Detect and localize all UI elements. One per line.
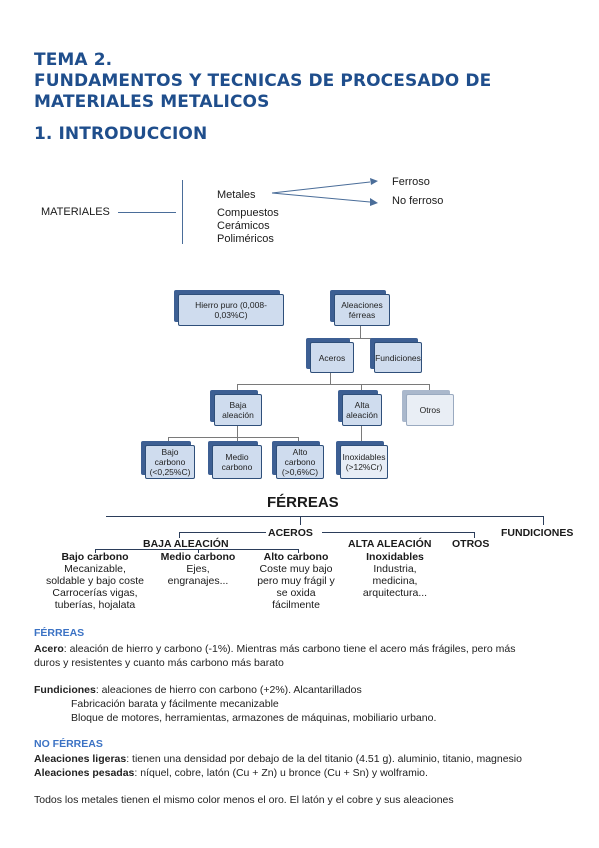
box-aceros: Aceros — [310, 342, 354, 373]
connector — [179, 532, 266, 533]
medio-carbono-title: Medio carbono — [160, 551, 236, 563]
box-aleaciones-ferreas: Aleaciones férreas — [334, 294, 390, 326]
aleaciones-pesadas-paragraph: Aleaciones pesadas: níquel, cobre, latón… — [34, 766, 428, 780]
node-text: tuberías, hojalata — [54, 599, 136, 611]
materials-root: MATERIALES — [41, 206, 110, 218]
polimericos-label: Poliméricos — [217, 233, 274, 245]
node-text: Coste muy bajo — [259, 563, 333, 575]
fundiciones-term: Fundiciones — [34, 684, 96, 696]
node-text: fácilmente — [272, 599, 320, 611]
box-hierro-puro: Hierro puro (0,008-0,03%C) — [178, 294, 284, 326]
inoxidables-node: Inoxidables Industria, medicina, arquite… — [350, 551, 440, 599]
compuestos-label: Compuestos — [217, 207, 279, 219]
node-text: Ejes, — [186, 563, 210, 575]
aceros-label: ACEROS — [268, 527, 313, 539]
inoxidables-title: Inoxidables — [366, 551, 424, 563]
fundiciones-paragraph: Fundiciones: aleaciones de hierro con ca… — [34, 683, 362, 697]
node-text: Carrocerías vigas, — [52, 587, 138, 599]
connector — [429, 384, 430, 394]
baja-aleacion-label: BAJA ALEACIÓN — [143, 538, 229, 550]
metales-label: Metales — [217, 189, 256, 201]
no-ferroso-label: No ferroso — [392, 195, 444, 207]
otros-label: OTROS — [452, 538, 490, 550]
connector — [179, 532, 180, 538]
box-fundiciones: Fundiciones — [374, 342, 422, 373]
pesadas-definition: : níquel, cobre, latón (Cu + Zn) u bronc… — [134, 767, 428, 779]
final-paragraph: Todos los metales tienen el mismo color … — [34, 794, 454, 806]
tema-title-line1: FUNDAMENTOS Y TECNICAS DE PROCESADO DE — [34, 71, 492, 91]
connector — [361, 384, 362, 394]
connector — [298, 437, 299, 445]
node-text: arquitectura... — [362, 587, 428, 599]
connector — [168, 437, 298, 438]
connector — [361, 426, 362, 445]
acero-definition-cont: duros y resistentes y cuanto más carbono… — [34, 657, 284, 669]
bajo-carbono-title: Bajo carbono — [61, 551, 129, 563]
connector — [237, 437, 238, 445]
box-alto-carbono: Alto carbono (>0,6%C) — [276, 445, 324, 479]
fundiciones-detail-1: Fabricación barata y fácilmente mecaniza… — [71, 698, 279, 710]
ligeras-definition: : tienen una densidad por debajo de la d… — [126, 753, 522, 765]
box-inoxidables: Inoxidables (>12%Cr) — [340, 445, 388, 479]
acero-paragraph: Acero: aleación de hierro y carbono (-1%… — [34, 642, 515, 656]
fundiciones-label: FUNDICIONES — [501, 527, 574, 539]
node-text: medicina, — [372, 575, 418, 587]
tema-title-line2: MATERIALES METALICOS — [34, 92, 270, 112]
connector — [300, 516, 301, 525]
ferreas-title: FÉRREAS — [267, 494, 339, 511]
ligeras-term: Aleaciones ligeras — [34, 753, 127, 765]
connector — [330, 338, 331, 342]
tree-bracket — [182, 180, 183, 244]
pesadas-term: Aleaciones pesadas — [34, 767, 135, 779]
acero-definition: : aleación de hierro y carbono (-1%). Mi… — [63, 643, 516, 655]
box-bajo-carbono: Bajo carbono (<0,25%C) — [145, 445, 195, 479]
connector — [322, 532, 474, 533]
connector — [95, 549, 299, 550]
box-baja-aleacion: Baja aleación — [214, 394, 262, 426]
node-text: soldable y bajo coste — [45, 575, 145, 587]
connector — [198, 549, 199, 553]
ceramicos-label: Cerámicos — [217, 220, 270, 232]
node-text: se oxida — [276, 587, 316, 599]
acero-term: Acero — [34, 643, 64, 655]
alta-aleacion-label: ALTA ALEACIÓN — [348, 538, 432, 550]
box-medio-carbono: Medio carbono — [212, 445, 262, 479]
metal-arrows — [271, 178, 378, 206]
tree-connector — [118, 212, 176, 213]
connector — [360, 326, 361, 338]
fundiciones-definition: : aleaciones de hierro con carbono (+2%)… — [95, 684, 362, 696]
no-ferreas-heading: NO FÉRREAS — [34, 738, 103, 750]
connector — [474, 532, 475, 538]
node-text: pero muy frágil y — [257, 575, 335, 587]
connector — [237, 384, 429, 385]
node-text: Mecanizable, — [64, 563, 126, 575]
section-title: 1. INTRODUCCION — [34, 124, 208, 144]
connector — [330, 338, 398, 339]
connector — [106, 516, 544, 517]
connector — [543, 516, 544, 525]
node-text: engranajes... — [167, 575, 229, 587]
box-alta-aleacion: Alta aleación — [342, 394, 382, 426]
bajo-carbono-node: Bajo carbono Mecanizable, soldable y baj… — [40, 551, 150, 611]
medio-carbono-node: Medio carbono Ejes, engranajes... — [150, 551, 246, 587]
connector — [168, 437, 169, 445]
ferroso-label: Ferroso — [392, 176, 430, 188]
connector — [398, 338, 399, 342]
ferreas-heading: FÉRREAS — [34, 627, 85, 639]
aleaciones-ligeras-paragraph: Aleaciones ligeras: tienen una densidad … — [34, 752, 522, 766]
connector — [237, 426, 238, 437]
node-text: Industria, — [373, 563, 417, 575]
alto-carbono-title: Alto carbono — [263, 551, 329, 563]
box-otros: Otros — [406, 394, 454, 426]
connector — [237, 384, 238, 394]
tema-number: TEMA 2. — [34, 50, 113, 70]
alto-carbono-node: Alto carbono Coste muy bajo pero muy frá… — [246, 551, 346, 611]
connector — [330, 373, 331, 384]
fundiciones-detail-2: Bloque de motores, herramientas, armazon… — [71, 712, 437, 724]
connector — [95, 549, 96, 553]
connector — [298, 549, 299, 553]
